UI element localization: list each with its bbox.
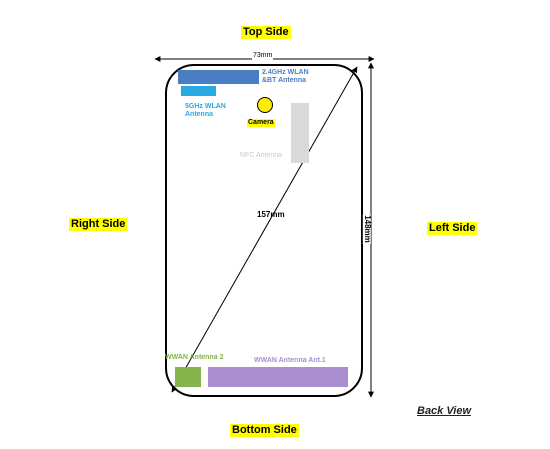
view-label: Back View — [417, 405, 472, 417]
right-side-label: Right Side — [69, 218, 128, 231]
wwan-antenna-1-label: WWAN Antenna Ant.1 — [254, 357, 326, 364]
diagonal-dimension-arrow — [171, 66, 358, 393]
width-dimension-label: 73mm — [252, 52, 274, 60]
wlan-bt-antenna-label: 2.4GHz WLAN &BT Antenna — [262, 69, 309, 84]
wwan-antenna-2-label: WWAN Antenna 2 — [165, 354, 224, 361]
wlan-5g-antenna-label: 5GHz WLAN Antenna — [185, 103, 226, 118]
camera-label: Camera — [247, 119, 275, 127]
wwan-antenna-2-block — [175, 367, 201, 387]
nfc-antenna-block — [291, 103, 309, 163]
height-dimension-label: 148mm — [362, 214, 372, 244]
phone-body — [165, 64, 363, 397]
wlan-bt-antenna-block — [178, 70, 259, 84]
wlan-5g-antenna-block — [181, 86, 216, 96]
nfc-antenna-label: NFC Antenna — [240, 152, 283, 159]
top-side-label: Top Side — [241, 26, 291, 39]
left-side-label: Left Side — [427, 222, 478, 235]
diagonal-dimension-label: 157mm — [257, 210, 285, 219]
wwan-antenna-1-block — [208, 367, 348, 387]
bottom-side-label: Bottom Side — [230, 424, 299, 437]
camera-icon — [257, 97, 273, 113]
